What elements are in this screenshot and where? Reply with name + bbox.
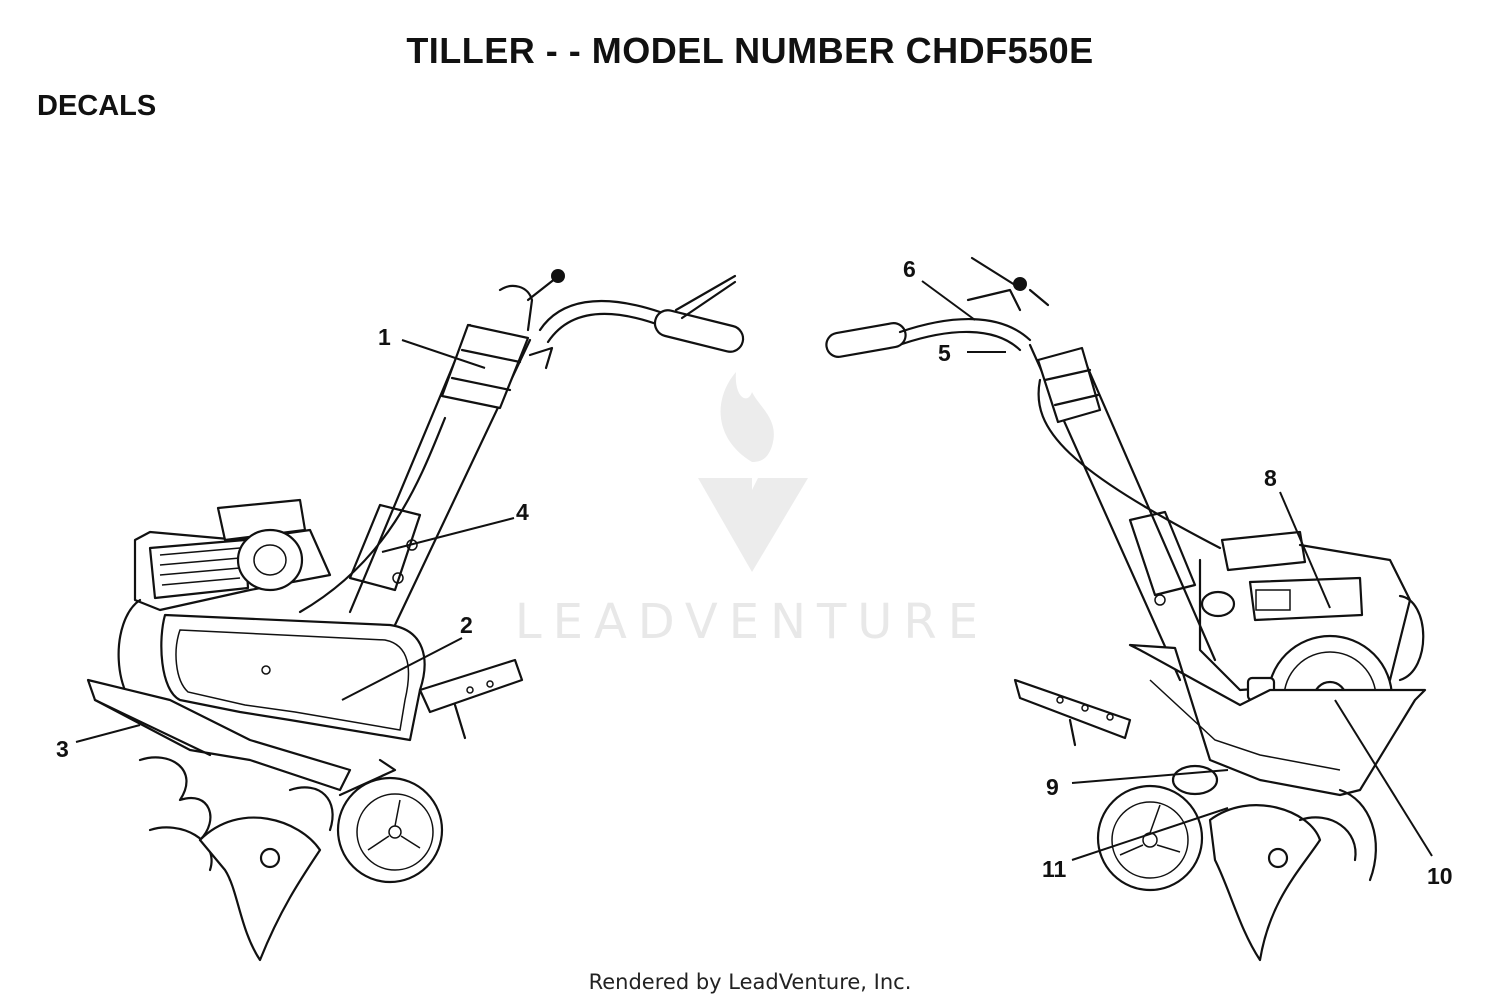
section-title: DECALS <box>37 90 157 122</box>
callout-11: 11 <box>1042 856 1067 882</box>
watermark: LEADVENTURE <box>515 372 989 650</box>
watermark-logo-v-icon <box>698 478 808 572</box>
callout-8: 8 <box>1264 465 1277 491</box>
page-title: TILLER - - MODEL NUMBER CHDF550E <box>406 30 1094 71</box>
callouts: 1 2 3 4 5 6 8 9 10 11 <box>56 256 1453 889</box>
watermark-text: LEADVENTURE <box>515 594 989 650</box>
callout-2: 2 <box>460 612 473 638</box>
callout-5: 5 <box>938 340 951 366</box>
callout-4: 4 <box>516 499 529 525</box>
callout-10: 10 <box>1427 863 1453 889</box>
tiller-left-view <box>86 269 745 962</box>
callout-1: 1 <box>378 324 391 350</box>
callout-9: 9 <box>1046 774 1059 800</box>
callout-3: 3 <box>56 736 69 762</box>
footer-credit: Rendered by LeadVenture, Inc. <box>588 970 912 994</box>
tiller-right-view <box>825 256 1427 962</box>
callout-6: 6 <box>903 256 916 282</box>
flame-icon <box>720 372 774 462</box>
